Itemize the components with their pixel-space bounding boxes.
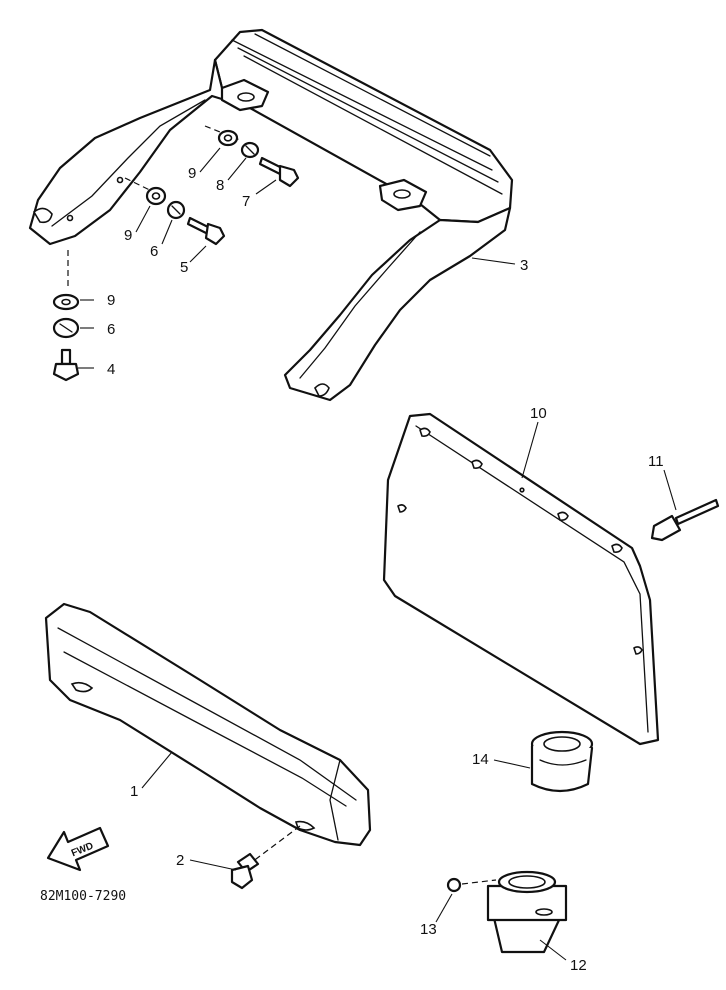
- leader-lines: [78, 147, 677, 961]
- rear-cover-part-1: [44, 602, 372, 847]
- forward-direction-arrow-icon: FWD: [46, 826, 110, 872]
- callout-9-upper: 9: [188, 165, 196, 182]
- grab-handle-part-3: [28, 28, 514, 402]
- callout-10: 10: [530, 405, 547, 422]
- socket-part-12: [486, 870, 568, 954]
- screw-part-11: [650, 498, 720, 542]
- callout-9-mid: 9: [124, 227, 132, 244]
- bolt-icon: [186, 216, 226, 246]
- callout-1: 1: [130, 783, 138, 800]
- callout-9-left: 9: [107, 292, 115, 309]
- callout-8: 8: [216, 177, 224, 194]
- bulb-part-13: [446, 877, 497, 893]
- callout-5: 5: [180, 259, 188, 276]
- callout-6-mid: 6: [150, 243, 158, 260]
- callout-3: 3: [520, 257, 528, 274]
- license-plate-bracket-part-10: [382, 412, 660, 746]
- callout-11: 11: [648, 453, 664, 470]
- callout-7: 7: [242, 193, 250, 210]
- handle-fasteners: [52, 125, 300, 382]
- callout-12: 12: [570, 957, 587, 974]
- diagram-code: 82M100-7290: [40, 889, 126, 904]
- screw-part-2: [230, 825, 301, 890]
- callout-2: 2: [176, 852, 184, 869]
- bolt-icon: [52, 348, 80, 382]
- callout-4: 4: [107, 361, 115, 378]
- callout-13: 13: [420, 921, 437, 938]
- callout-14: 14: [472, 751, 489, 768]
- callout-labels: 3 10 11 1 2 14 13 12 9 6 4 9 8 7 9 6 5: [107, 165, 664, 974]
- grommet-part-14: [530, 730, 594, 793]
- bolt-icon: [258, 156, 300, 188]
- callout-6-left: 6: [107, 321, 115, 338]
